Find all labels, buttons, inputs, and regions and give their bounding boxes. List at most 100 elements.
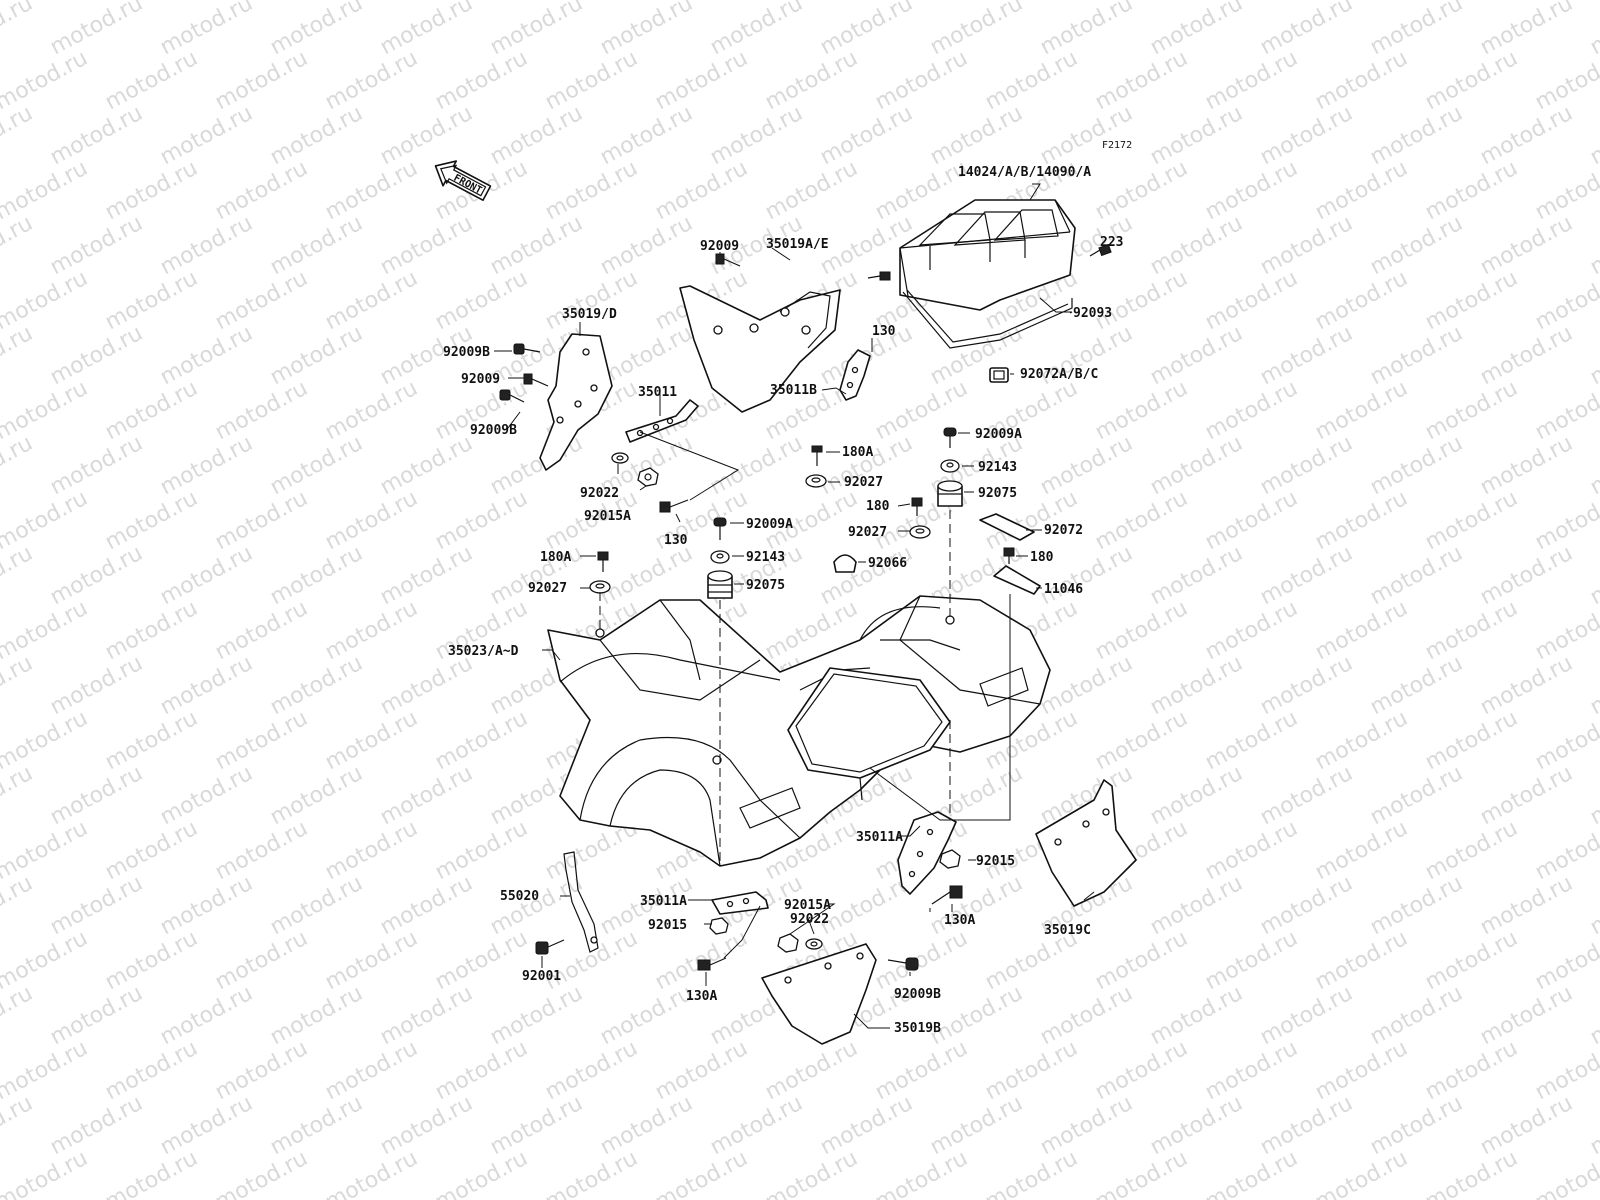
watermark-text: motod.ru xyxy=(926,321,1027,390)
watermark-text: motod.ru xyxy=(0,211,37,280)
watermark-text: motod.ru xyxy=(1201,1146,1302,1200)
watermark-text: motod.ru xyxy=(156,431,257,500)
watermark-text: motod.ru xyxy=(1256,321,1357,390)
bracket-35011 xyxy=(625,399,699,443)
watermark-text: motod.ru xyxy=(1476,871,1577,940)
watermark-text: motod.ru xyxy=(1586,431,1600,500)
watermark-text: motod.ru xyxy=(211,1036,312,1105)
watermark-text: motod.ru xyxy=(431,926,532,995)
part-label: 14024/A/B/14090/A xyxy=(958,165,1091,180)
watermark-text: motod.ru xyxy=(926,101,1027,170)
nut-92015a-top xyxy=(637,467,659,487)
rear-fender-35023 xyxy=(547,595,1051,867)
plate-92072 xyxy=(979,513,1035,541)
watermark-text: motod.ru xyxy=(1366,981,1467,1050)
watermark-text: motod.ru xyxy=(211,706,312,775)
watermark-text: motod.ru xyxy=(211,46,312,115)
watermark-text: motod.ru xyxy=(266,541,367,610)
part-label: 180A xyxy=(842,445,873,460)
part-label: 92072 xyxy=(1044,523,1083,538)
watermark-text: motod.ru xyxy=(1586,1091,1600,1160)
bolt-180a-left xyxy=(597,551,609,572)
watermark-text: motod.ru xyxy=(1421,596,1522,665)
watermark-text: motod.ru xyxy=(431,486,532,555)
watermark-text: motod.ru xyxy=(156,761,257,830)
watermark-text: motod.ru xyxy=(1586,981,1600,1050)
watermark-text: motod.ru xyxy=(1201,596,1302,665)
watermark-text: motod.ru xyxy=(321,266,422,335)
part-label: 92027 xyxy=(528,581,567,596)
watermark-text: motod.ru xyxy=(1091,1146,1192,1200)
part-label: 130 xyxy=(872,324,896,339)
watermark-text: motod.ru xyxy=(1146,211,1247,280)
part-label: 92022 xyxy=(580,486,619,501)
watermark-text: motod.ru xyxy=(1201,816,1302,885)
watermark-text: motod.ru xyxy=(871,376,972,445)
watermark-text: motod.ru xyxy=(0,0,37,60)
watermark-text: motod.ru xyxy=(46,321,147,390)
watermark-text: motod.ru xyxy=(1476,1091,1577,1160)
watermark-text: motod.ru xyxy=(0,1091,37,1160)
watermark-text: motod.ru xyxy=(1146,321,1247,390)
watermark-text: motod.ru xyxy=(266,321,367,390)
watermark-text: motod.ru xyxy=(101,816,202,885)
watermark-text: motod.ru xyxy=(1256,101,1357,170)
washer-92022-top xyxy=(611,452,629,464)
watermark-text: motod.ru xyxy=(541,156,642,225)
watermark-text: motod.ru xyxy=(211,156,312,225)
bolt-92009b-bottom xyxy=(887,957,919,971)
watermark-text: motod.ru xyxy=(1366,541,1467,610)
part-label: 92027 xyxy=(844,475,883,490)
watermark-text: motod.ru xyxy=(0,486,92,555)
watermark-text: motod.ru xyxy=(1366,0,1467,60)
watermark-text: motod.ru xyxy=(266,431,367,500)
watermark-text: motod.ru xyxy=(1311,1146,1412,1200)
part-label: 92075 xyxy=(746,578,785,593)
watermark-text: motod.ru xyxy=(1256,871,1357,940)
watermark-text: motod.ru xyxy=(706,101,807,170)
bracket-35011b xyxy=(839,349,871,401)
part-label: 92009B xyxy=(470,423,517,438)
watermark-text: motod.ru xyxy=(0,101,37,170)
watermark-text: motod.ru xyxy=(156,321,257,390)
part-label: 92015A xyxy=(584,509,631,524)
watermark-text: motod.ru xyxy=(321,1146,422,1200)
figure-ref: F2172 xyxy=(1102,140,1132,151)
mudflap-35019b xyxy=(761,943,877,1045)
watermark-text: motod.ru xyxy=(1036,0,1137,60)
watermark-text: motod.ru xyxy=(101,926,202,995)
watermark-text: motod.ru xyxy=(1476,761,1577,830)
watermark-text: motod.ru xyxy=(1586,211,1600,280)
watermark-text: motod.ru xyxy=(926,0,1027,60)
watermark-text: motod.ru xyxy=(486,0,587,60)
watermark-text: motod.ru xyxy=(46,871,147,940)
part-label: 11046 xyxy=(1044,582,1083,597)
part-label: 35019/D xyxy=(562,307,617,322)
part-label: 92143 xyxy=(978,460,1017,475)
watermark-text: motod.ru xyxy=(0,376,92,445)
bolt-223 xyxy=(1089,243,1112,257)
watermark-text: motod.ru xyxy=(0,266,92,335)
part-label: 92015 xyxy=(976,854,1015,869)
watermark-text: motod.ru xyxy=(651,1146,752,1200)
watermark-text: motod.ru xyxy=(1146,1091,1247,1160)
watermark-text: motod.ru xyxy=(156,1091,257,1160)
guard-55020 xyxy=(563,851,599,953)
part-label: 92009 xyxy=(461,372,500,387)
part-label: 92015 xyxy=(648,918,687,933)
damper-92075-right xyxy=(937,480,963,507)
watermark-text: motod.ru xyxy=(1476,211,1577,280)
watermark-text: motod.ru xyxy=(0,541,37,610)
watermark-text: motod.ru xyxy=(1201,1036,1302,1105)
watermark-text: motod.ru xyxy=(1366,871,1467,940)
watermark-text: motod.ru xyxy=(1256,0,1357,60)
watermark-text: motod.ru xyxy=(1091,266,1192,335)
watermark-text: motod.ru xyxy=(541,46,642,115)
front-arrow-icon: FRONT xyxy=(434,160,492,202)
watermark-text: motod.ru xyxy=(1036,1091,1137,1160)
part-label: 92009 xyxy=(700,239,739,254)
watermark-text: motod.ru xyxy=(1201,926,1302,995)
watermark-text: motod.ru xyxy=(1311,816,1412,885)
watermark-text: motod.ru xyxy=(871,926,972,995)
part-label: 180 xyxy=(866,499,890,514)
